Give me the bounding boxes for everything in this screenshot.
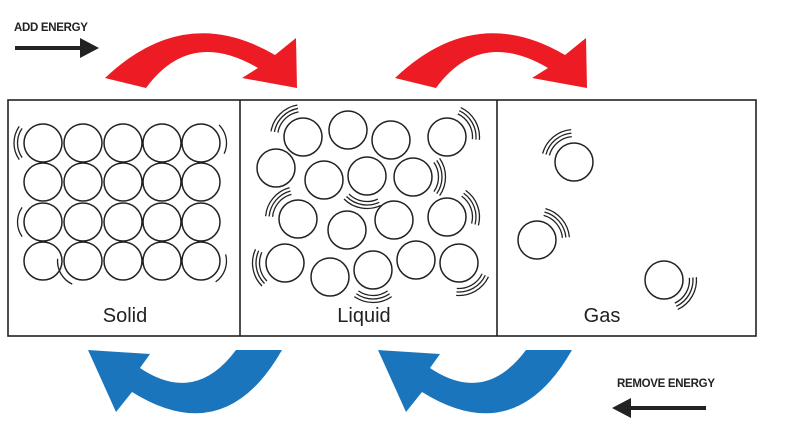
vibration-mark [16,128,23,158]
vibration-mark [16,207,23,237]
gas-label: Gas [584,305,621,327]
remove-energy-arrow-icon [612,398,706,418]
vibration-mark [463,192,477,225]
liquid-particle [327,210,367,250]
vibration-mark [277,111,299,133]
vaporization-arrow-icon [395,33,587,88]
vibration-mark [675,277,694,307]
vibration-mark [439,157,447,197]
solid-particle [142,162,182,202]
solid-particle [63,241,103,281]
solid-particle [181,123,221,163]
liquid-particle [278,199,318,239]
vibration-mark [264,186,290,217]
liquid-particle [265,243,305,283]
vibration-mark [56,258,73,285]
vibration-mark [273,107,299,133]
vibration-mark [251,248,263,287]
vibration-mark [268,190,291,217]
solid-particle [181,162,221,202]
vibration-mark [13,125,20,161]
liquid-particle [393,157,433,197]
add-energy-arrow-icon [15,38,99,58]
vibration-mark [258,251,268,282]
particles [13,104,698,311]
solid-particle [23,123,63,163]
solid-particle [181,241,221,281]
solid-particle [63,202,103,242]
solid-particle [142,202,182,242]
vibration-mark [218,124,228,155]
vibration-mark [271,193,292,217]
vibration-mark [255,250,265,284]
gas-particle [554,142,594,182]
solid-particle [142,123,182,163]
vibration-mark [215,254,228,283]
add-energy-label: ADD ENERGY [14,22,88,34]
vibration-mark [465,189,481,226]
vibration-mark [548,135,572,156]
vibration-mark [545,207,571,238]
solid-particle [103,123,143,163]
vibration-mark [544,211,567,238]
solid-particle [63,162,103,202]
vibration-mark [457,113,474,140]
vibration-mark [545,132,572,155]
gas-particle [517,220,557,260]
solid-particle [103,202,143,242]
solid-particle [23,202,63,242]
vibration-mark [460,106,481,140]
solid-particle [23,162,63,202]
gas-particle [644,260,684,300]
liquid-particle [283,117,323,157]
liquid-particle [427,117,467,157]
remove-energy-label: REMOVE ENERGY [617,378,715,390]
vibration-mark [433,162,440,192]
vibration-mark [348,193,379,203]
liquid-label: Liquid [337,305,390,327]
solid-particle [181,202,221,242]
vibration-mark [355,293,391,300]
liquid-particle [427,197,467,237]
freezing-arrow-icon [88,350,282,414]
vibration-mark [461,195,474,224]
condensation-arrow-icon [378,350,572,414]
liquid-particle [374,200,414,240]
vibration-mark [343,198,382,210]
melting-arrow-icon [105,33,297,88]
liquid-particle [439,243,479,283]
vibration-mark [456,274,486,293]
vibration-mark [543,214,564,238]
vibration-mark [436,159,443,195]
liquid-particle [310,257,350,297]
vibration-mark [456,273,483,290]
vibration-mark [346,196,380,206]
solid-particle [142,241,182,281]
liquid-particle [256,148,296,188]
solid-particle [103,162,143,202]
solid-particle [63,123,103,163]
liquid-particle [396,240,436,280]
solid-particle [103,241,143,281]
liquid-particle [347,156,387,196]
vibration-mark [458,110,477,140]
vibration-mark [677,277,698,311]
liquid-particle [353,250,393,290]
solid-label: Solid [103,305,147,327]
vibration-mark [353,296,393,304]
vibration-mark [270,104,298,132]
vibration-mark [674,277,691,304]
solid-particle [23,241,63,281]
vibration-mark [456,276,490,297]
liquid-particle [328,110,368,150]
states-frame [7,99,757,337]
vibration-mark [358,290,388,297]
liquid-particle [304,160,344,200]
vibration-mark [541,128,572,154]
liquid-particle [371,120,411,160]
